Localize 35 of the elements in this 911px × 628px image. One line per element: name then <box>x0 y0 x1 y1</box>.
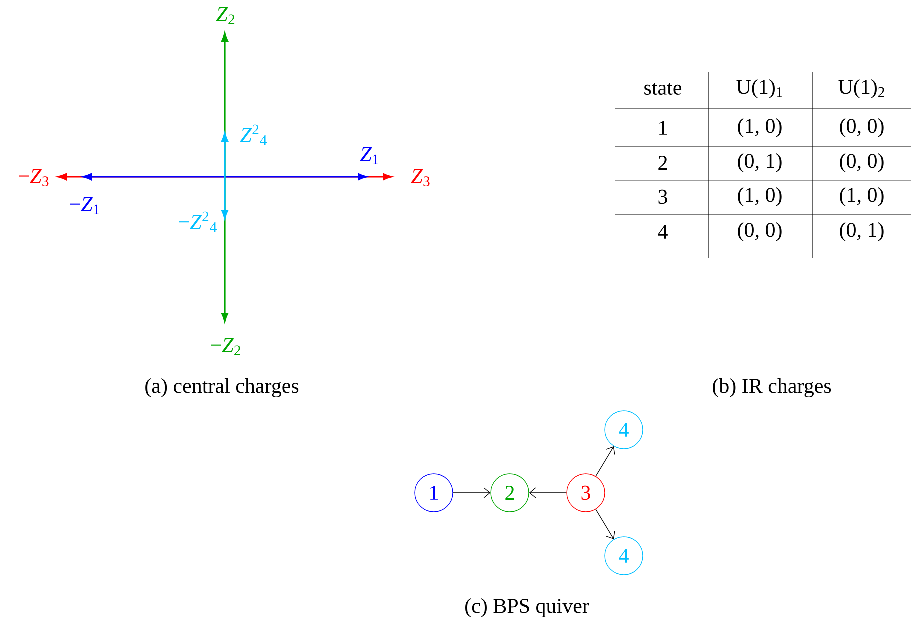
arrow <box>596 446 616 477</box>
vector-label: −Z$_{2}$ <box>211 338 240 356</box>
arrow <box>596 509 616 540</box>
caption: (a) central charges <box>146 378 299 398</box>
caption: (c) BPS quiver <box>466 598 590 618</box>
table-cell: state <box>644 82 682 95</box>
quiver-node: 4 <box>604 410 644 450</box>
vector-label: Z$_{1}$ <box>360 148 378 164</box>
quiver-node: 3 <box>566 474 606 512</box>
table-cell: (0, 0) <box>738 222 782 242</box>
table-cell: 1 <box>660 121 667 135</box>
table-cell: (1, 0) <box>738 118 782 138</box>
table-cell: (1, 0) <box>840 187 884 207</box>
table-cell: 2 <box>658 156 668 170</box>
arrow <box>529 488 567 498</box>
table-cell: (0, 1) <box>840 222 884 242</box>
table-cell: 3 <box>658 190 668 204</box>
vector-label: Z$_{2}$ <box>216 8 235 24</box>
table-cell: 4 <box>658 225 668 239</box>
vector-label: −Z$_{1}$ <box>70 198 100 214</box>
table-cell: (0, 0) <box>840 153 884 173</box>
table-cell: (0, 1) <box>738 153 782 173</box>
table-cell: U(1)$_{2}$ <box>838 79 884 99</box>
vector-label: Z$^{2}$4 <box>240 124 268 146</box>
arrow <box>453 488 491 498</box>
quiver-node: 1 <box>414 474 454 512</box>
caption: (b) IR charges <box>713 378 832 398</box>
quiver-node: 4 <box>604 536 644 576</box>
vector-label: Z$_{3}$ <box>411 170 430 186</box>
vector-label: −Z$^{2}$4 <box>179 212 217 232</box>
table-cell: (0, 0) <box>840 118 884 138</box>
table-cell: (1, 0) <box>738 187 782 207</box>
table-cell: U(1)$_{1}$ <box>736 79 782 99</box>
quiver-node: 2 <box>490 474 530 512</box>
vector-label: −Z$_{3}$ <box>19 170 49 186</box>
